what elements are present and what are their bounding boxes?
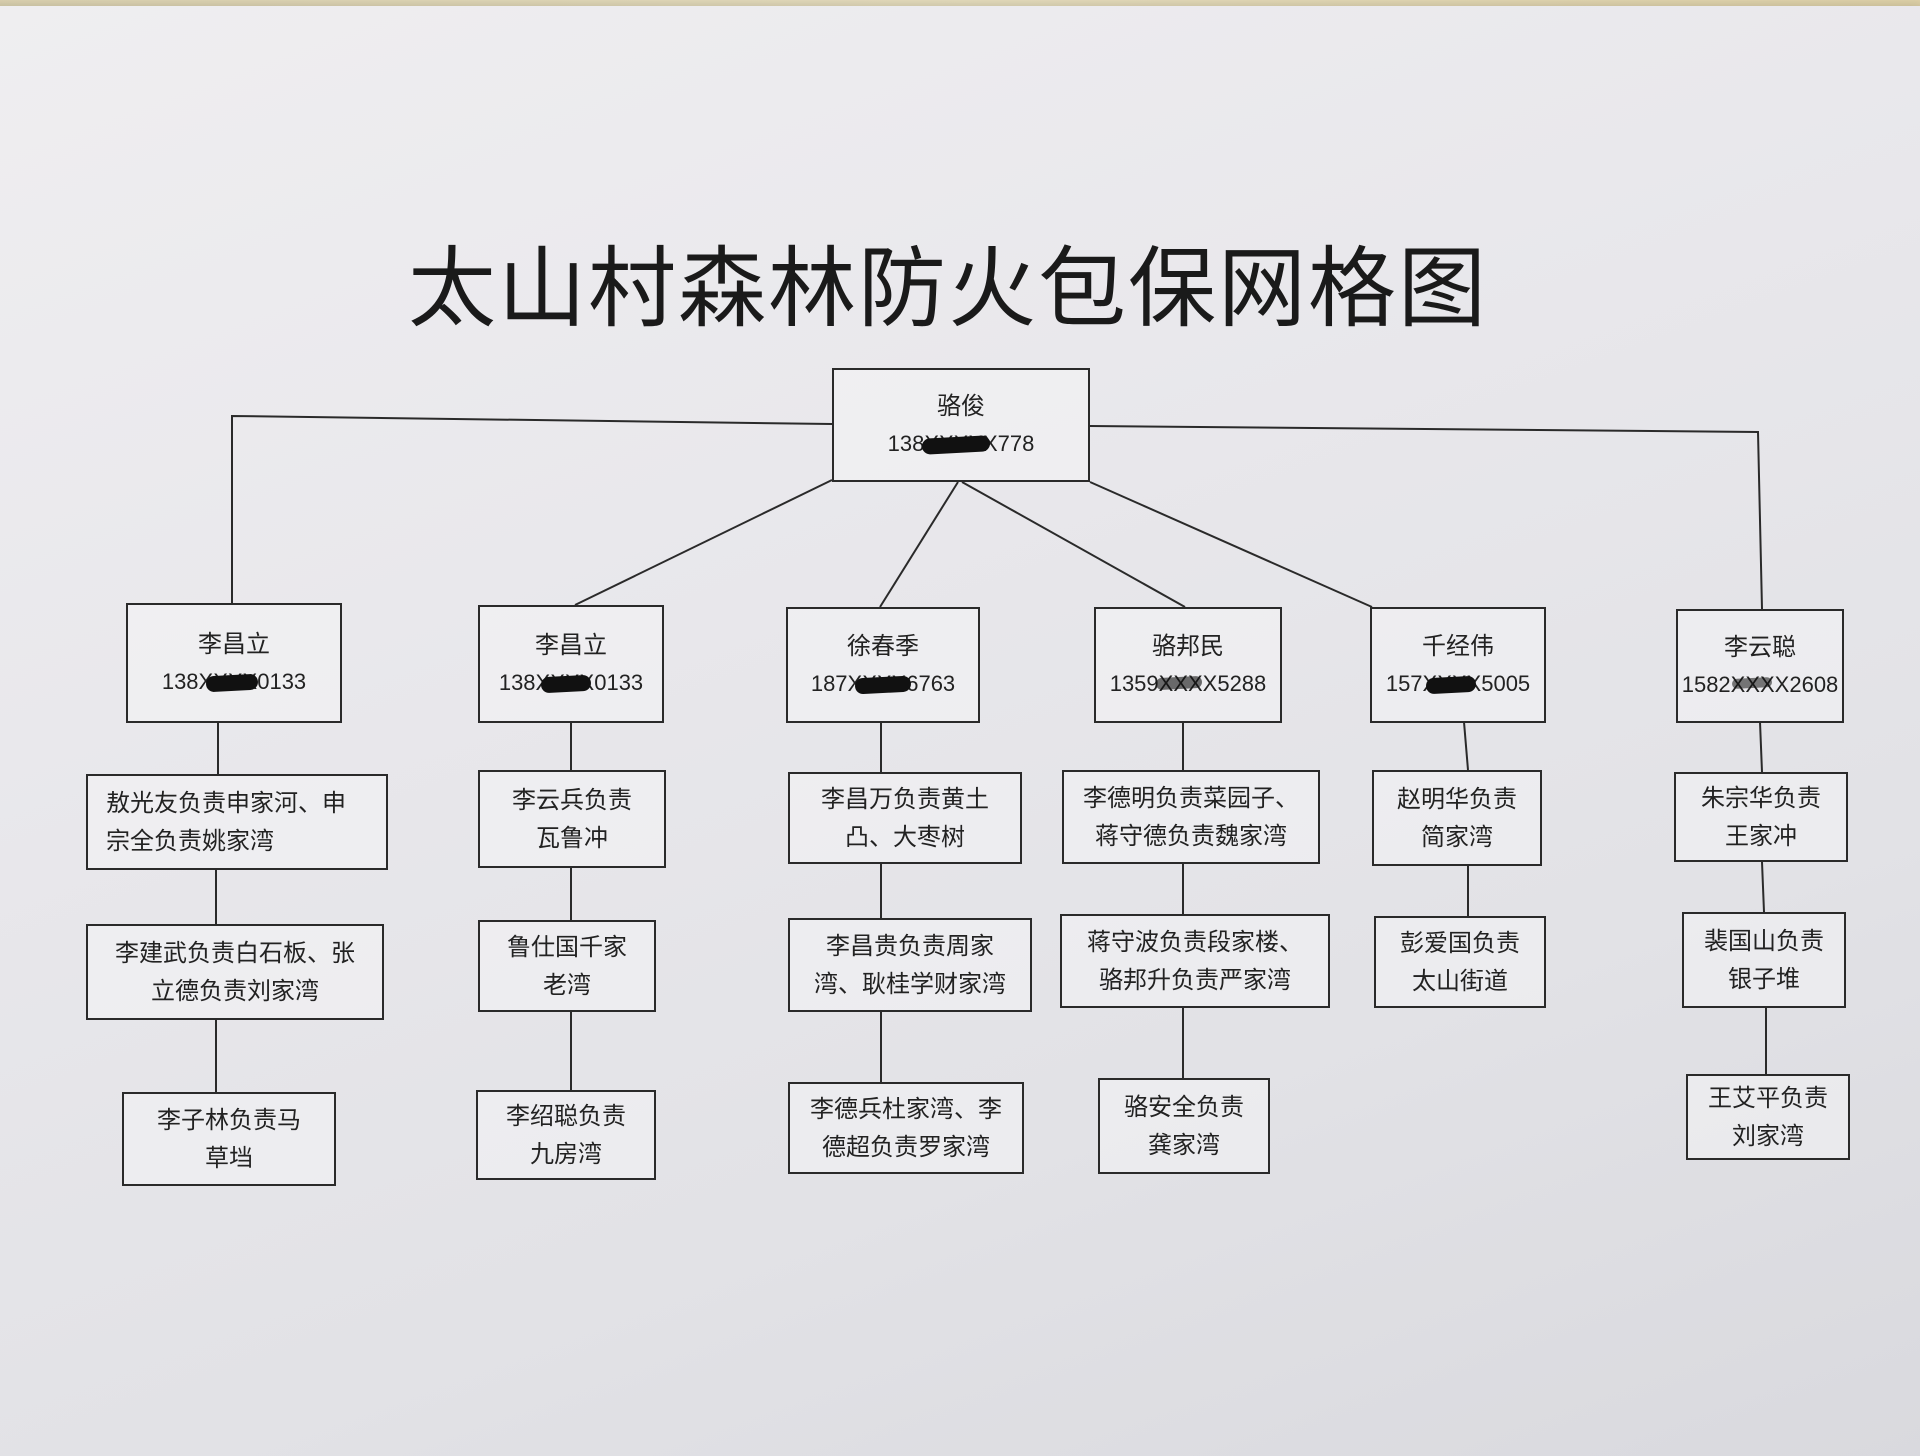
duty-box: 李昌贵负责周家湾、耿桂学财家湾 xyxy=(788,918,1032,1012)
redaction-mark xyxy=(854,675,912,695)
duty-box: 裴国山负责银子堆 xyxy=(1682,912,1846,1008)
duty-box: 敖光友负责申家河、申宗全负责姚家湾 xyxy=(86,774,388,870)
duty-box: 李绍聪负责九房湾 xyxy=(476,1090,656,1180)
branch-phone: 187XXXX6763 xyxy=(811,665,955,703)
branch-name: 骆邦民 xyxy=(1152,632,1224,660)
branch-name: 李云聪 xyxy=(1724,633,1796,661)
branch-head: 李昌立 138XXXX0133 xyxy=(478,605,664,723)
root-node: 骆俊 138XXXXX778 xyxy=(832,368,1090,482)
duty-box: 彭爱国负责太山街道 xyxy=(1374,916,1546,1008)
duty-text: 彭爱国负责太山街道 xyxy=(1400,929,1520,995)
duty-text: 李子林负责马草垱 xyxy=(157,1106,301,1172)
root-name: 骆俊 xyxy=(937,392,985,420)
branch-name: 李昌立 xyxy=(535,631,607,659)
paper-sheet xyxy=(0,6,1920,1456)
branch-head: 千经伟 157XXXX5005 xyxy=(1370,607,1546,723)
duty-text: 敖光友负责申家河、申宗全负责姚家湾 xyxy=(106,789,346,855)
branch-name: 千经伟 xyxy=(1422,632,1494,660)
duty-box: 李建武负责白石板、张立德负责刘家湾 xyxy=(86,924,384,1020)
diagram-title: 太山村森林防火包保网格图 xyxy=(407,237,1488,340)
duty-box: 朱宗华负责王家冲 xyxy=(1674,772,1848,862)
connector-root-branch-6 xyxy=(1089,425,1763,610)
connector-root-branch-2 xyxy=(574,479,833,606)
connector-root-branch-3 xyxy=(879,481,959,608)
duty-box: 王艾平负责刘家湾 xyxy=(1686,1074,1850,1160)
branch-phone: 138XXXX0133 xyxy=(162,663,306,701)
duty-text: 裴国山负责银子堆 xyxy=(1704,927,1824,993)
duty-box: 李德兵杜家湾、李德超负责罗家湾 xyxy=(788,1082,1024,1174)
branch-head: 徐春季 187XXXX6763 xyxy=(786,607,980,723)
connector-col1 xyxy=(215,722,219,1092)
branch-name: 徐春季 xyxy=(847,632,919,660)
duty-text: 骆安全负责龚家湾 xyxy=(1124,1093,1244,1159)
duty-text: 蒋守波负责段家楼、骆邦升负责严家湾 xyxy=(1087,928,1303,994)
duty-box: 李云兵负责瓦鲁冲 xyxy=(478,770,666,868)
duty-box: 蒋守波负责段家楼、骆邦升负责严家湾 xyxy=(1060,914,1330,1008)
duty-box: 李昌万负责黄土凸、大枣树 xyxy=(788,772,1022,864)
duty-text: 李德明负责菜园子、蒋守德负责魏家湾 xyxy=(1083,784,1299,850)
connector-root-branch-4 xyxy=(961,481,1186,608)
redaction-mark xyxy=(205,673,259,693)
duty-text: 李昌万负责黄土凸、大枣树 xyxy=(821,785,989,851)
duty-text: 李建武负责白石板、张立德负责刘家湾 xyxy=(115,939,355,1005)
duty-text: 李绍聪负责九房湾 xyxy=(506,1102,626,1168)
duty-box: 骆安全负责龚家湾 xyxy=(1098,1078,1270,1174)
redaction-mark xyxy=(540,674,592,694)
branch-phone: 1582XXXX2608 xyxy=(1682,666,1839,704)
duty-text: 王艾平负责刘家湾 xyxy=(1708,1084,1828,1150)
redaction-mark xyxy=(1155,675,1202,691)
connector-root-branch-5 xyxy=(1089,481,1373,608)
duty-text: 李云兵负责瓦鲁冲 xyxy=(512,786,632,852)
branch-phone: 138XXXX0133 xyxy=(499,664,643,702)
duty-text: 赵明华负责简家湾 xyxy=(1397,785,1517,851)
duty-text: 李昌贵负责周家湾、耿桂学财家湾 xyxy=(814,932,1006,998)
branch-head: 李昌立 138XXXX0133 xyxy=(126,603,342,723)
connector-root-branch-1 xyxy=(231,414,833,603)
duty-box: 赵明华负责简家湾 xyxy=(1372,770,1542,866)
duty-text: 李德兵杜家湾、李德超负责罗家湾 xyxy=(810,1095,1002,1161)
duty-box: 鲁仕国千家老湾 xyxy=(478,920,656,1012)
root-phone: 138XXXXX778 xyxy=(888,425,1035,463)
connector-col5 xyxy=(1463,721,1469,916)
connector-col6 xyxy=(1759,721,1767,1074)
duty-text: 朱宗华负责王家冲 xyxy=(1701,784,1821,850)
redaction-mark xyxy=(1425,675,1477,695)
branch-head: 李云聪 1582XXXX2608 xyxy=(1676,609,1844,723)
duty-box: 李德明负责菜园子、蒋守德负责魏家湾 xyxy=(1062,770,1320,864)
branch-name: 李昌立 xyxy=(198,630,270,658)
branch-phone: 1359XXXX5288 xyxy=(1110,665,1267,703)
branch-phone: 157XXXX5005 xyxy=(1386,665,1530,703)
branch-head: 骆邦民 1359XXXX5288 xyxy=(1094,607,1282,723)
duty-text: 鲁仕国千家老湾 xyxy=(507,933,627,999)
redaction-mark xyxy=(1731,676,1772,690)
duty-box: 李子林负责马草垱 xyxy=(122,1092,336,1186)
